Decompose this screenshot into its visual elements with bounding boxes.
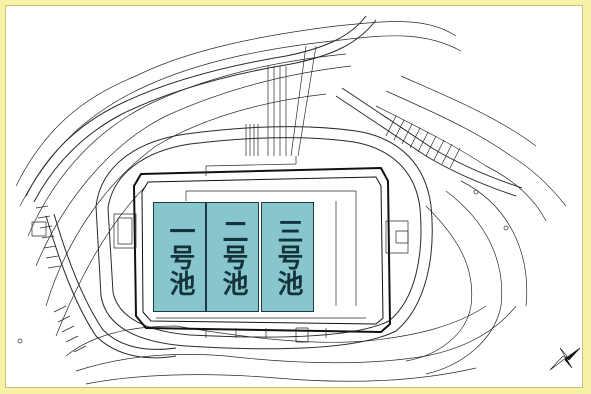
survey-point [473, 189, 479, 195]
pool-2: 二号池 [206, 202, 259, 312]
ring-road [95, 126, 433, 350]
contour-line [19, 35, 462, 207]
contour-line [15, 21, 457, 187]
building [31, 221, 47, 237]
pipeline [205, 156, 297, 176]
ramp [267, 66, 287, 156]
pool-label: 二号池 [218, 218, 248, 296]
building [113, 213, 137, 249]
pool-label: 一号池 [165, 218, 195, 296]
pool-1: 一号池 [153, 202, 206, 312]
pool-label: 三号池 [273, 218, 303, 296]
ring-road [107, 137, 422, 338]
pipeline [156, 190, 366, 319]
building [395, 230, 409, 244]
slope-hatching [35, 205, 61, 269]
access-road [45, 215, 177, 359]
site-boundary [141, 176, 384, 325]
access-road [25, 15, 367, 197]
survey-point [503, 225, 509, 231]
pool-3: 三号池 [261, 202, 314, 312]
dimension-tick [205, 328, 327, 338]
access-road [335, 95, 517, 197]
slope-hatching [53, 305, 87, 353]
contour-line [460, 180, 528, 307]
contour-line [55, 185, 147, 337]
building [117, 217, 133, 245]
contour-line [375, 105, 547, 222]
contour-line [405, 205, 473, 362]
contour-line [425, 190, 503, 375]
building [295, 327, 309, 343]
compass-rose-icon [549, 347, 581, 371]
survey-point [17, 338, 23, 344]
access-road [341, 87, 523, 189]
contour-line [400, 75, 537, 147]
contour-line [35, 65, 352, 267]
contour-line [27, 53, 347, 237]
ramp [290, 45, 317, 157]
contour-line [45, 93, 327, 307]
ramp [245, 124, 259, 156]
site-plan-drawing [15, 15, 581, 385]
contour-line [385, 90, 567, 207]
map-frame: 一号池 二号池 三号池 [5, 5, 583, 388]
contour-line [85, 367, 477, 385]
site-boundary [133, 167, 391, 333]
slope-hatching [385, 115, 461, 169]
access-road [33, 19, 377, 203]
access-road [53, 213, 177, 350]
contour-line [65, 305, 487, 357]
